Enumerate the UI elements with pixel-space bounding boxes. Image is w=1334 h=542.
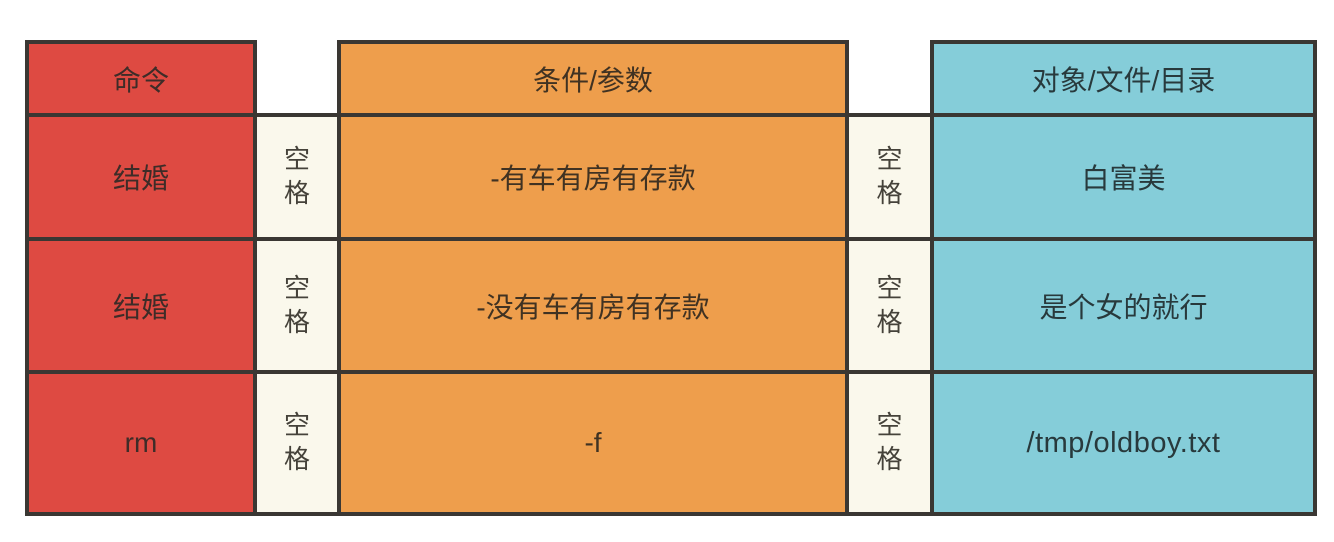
row1-separator-cell: 空 格 xyxy=(253,113,341,241)
row3-command-cell: rm xyxy=(25,370,257,516)
row1-command-cell: 结婚 xyxy=(25,113,257,241)
row2-separator-cell: 空 格 xyxy=(845,237,934,374)
row1-object-cell: 白富美 xyxy=(930,113,1317,241)
row1-separator-cell: 空 格 xyxy=(845,113,934,241)
header-command: 命令 xyxy=(25,40,257,117)
row3-object-cell: /tmp/oldboy.txt xyxy=(930,370,1317,516)
row3-separator-cell: 空 格 xyxy=(845,370,934,516)
row3-separator-cell: 空 格 xyxy=(253,370,341,516)
row2-separator-cell: 空 格 xyxy=(253,237,341,374)
row2-command-cell: 结婚 xyxy=(25,237,257,374)
row2-object-cell: 是个女的就行 xyxy=(930,237,1317,374)
header-object: 对象/文件/目录 xyxy=(930,40,1317,117)
header-params: 条件/参数 xyxy=(337,40,849,117)
row1-params-cell: -有车有房有存款 xyxy=(337,113,849,241)
row2-params-cell: -没有车有房有存款 xyxy=(337,237,849,374)
row3-params-cell: -f xyxy=(337,370,849,516)
